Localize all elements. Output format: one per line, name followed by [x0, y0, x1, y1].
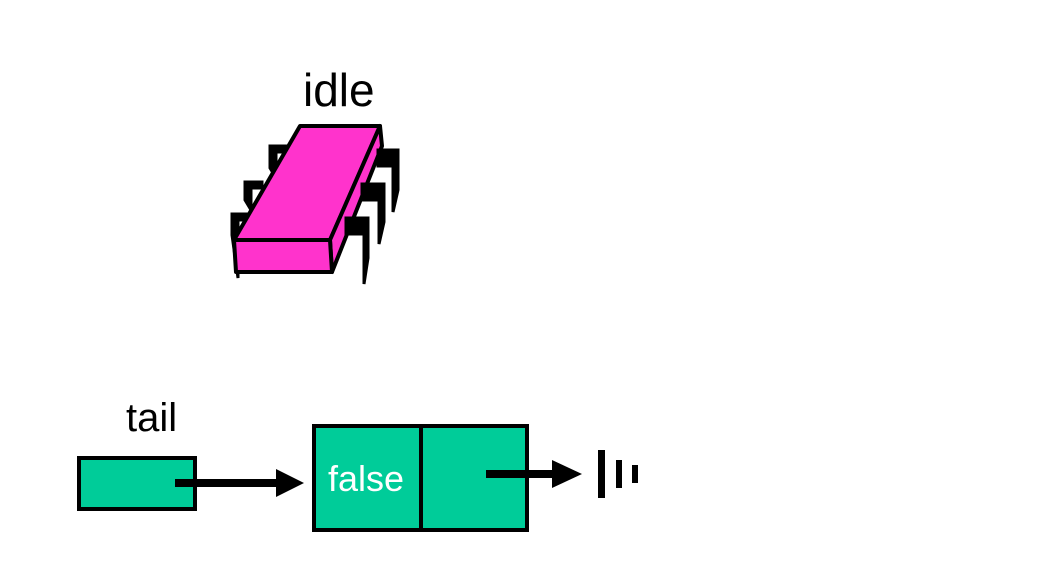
- tail-label: tail: [126, 396, 178, 440]
- tail-arrow: [175, 469, 304, 497]
- ground-null-icon: [598, 450, 638, 498]
- chip-front-face: [232, 238, 334, 274]
- chip-legs-front: [344, 148, 400, 285]
- microchip-icon: [230, 124, 400, 285]
- node-value-label: false: [328, 458, 405, 499]
- processor-state-label: idle: [303, 64, 375, 116]
- list-node: [312, 424, 529, 532]
- node-value-cell: [312, 424, 423, 532]
- next-arrow: [486, 460, 582, 488]
